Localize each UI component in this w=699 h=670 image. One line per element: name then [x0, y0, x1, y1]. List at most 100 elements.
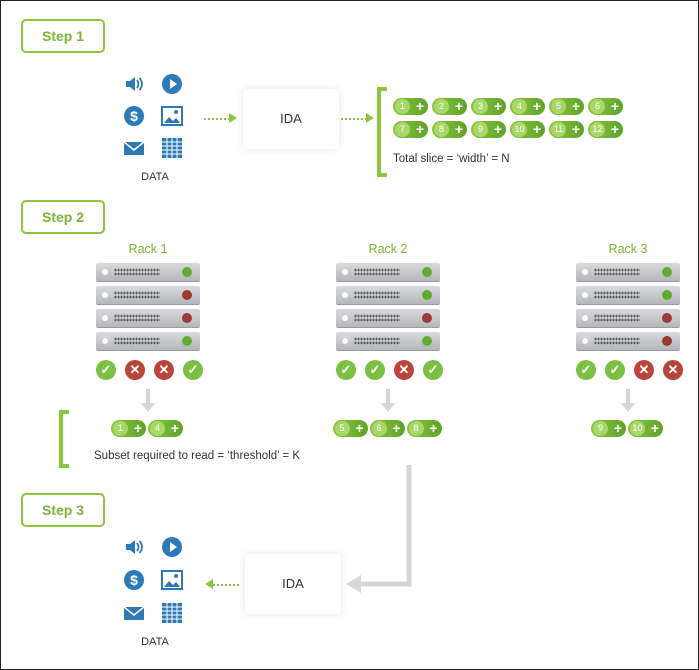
slice-pill: 6+	[369, 420, 405, 437]
width-bracket	[377, 87, 387, 177]
slice-number: 8	[434, 122, 449, 137]
power-led	[582, 269, 588, 275]
plus-icon: +	[571, 98, 580, 114]
rack-title: Rack 3	[608, 242, 648, 256]
plus-icon: +	[392, 420, 401, 436]
status-led	[662, 267, 672, 277]
slice-pill: 4+	[510, 98, 545, 115]
slice-pill: 1+	[393, 98, 428, 115]
dollar-icon: $	[123, 105, 145, 127]
plus-icon: +	[610, 98, 619, 114]
vent-grill	[114, 337, 160, 345]
mail-icon	[123, 602, 145, 624]
dotted-arrow	[341, 118, 367, 120]
slice-pill: 8+	[406, 420, 442, 437]
threshold-bracket	[59, 410, 69, 468]
image-icon	[161, 569, 183, 591]
slice-pill: 1+	[111, 420, 146, 437]
slice-number: 12	[590, 122, 605, 137]
vent-grill	[594, 291, 640, 299]
step-1-badge: Step 1	[21, 19, 105, 53]
status-led	[662, 313, 672, 323]
mail-icon	[123, 137, 145, 159]
vent-grill	[114, 268, 160, 276]
cross-icon: ✕	[125, 360, 145, 380]
slice-pill: 5+	[549, 98, 584, 115]
check-icon: ✓	[365, 360, 385, 380]
slice-pill: 6+	[588, 98, 623, 115]
slice-number: 9	[473, 122, 488, 137]
server-unit	[96, 309, 200, 327]
rack-title: Rack 1	[128, 242, 168, 256]
vent-grill	[354, 337, 400, 345]
table-icon	[161, 602, 183, 624]
vent-grill	[114, 314, 160, 322]
power-led	[102, 269, 108, 275]
ida-box-bottom: IDA	[245, 554, 341, 614]
power-led	[102, 338, 108, 344]
table-icon	[161, 137, 183, 159]
server-unit	[336, 309, 440, 327]
plus-icon: +	[650, 420, 659, 436]
play-icon	[161, 73, 183, 95]
plus-icon: +	[454, 121, 463, 137]
server-unit	[576, 263, 680, 281]
slice-pill: 11+	[549, 121, 584, 138]
arrow-head	[366, 113, 374, 123]
slice-pill: 9+	[591, 420, 626, 437]
return-arrow	[346, 465, 412, 593]
slice-pill: 10 +	[628, 420, 663, 437]
width-caption: Total slice = ‘width’ = N	[393, 153, 510, 165]
slice-number: 7	[395, 122, 410, 137]
step-2-badge: Step 2	[21, 200, 105, 234]
check-icon: ✓	[576, 360, 596, 380]
speaker-icon	[123, 536, 145, 558]
plus-icon: +	[532, 98, 541, 114]
power-led	[102, 315, 108, 321]
cross-icon: ✕	[154, 360, 174, 380]
power-led	[582, 315, 588, 321]
ida-box-top: IDA	[243, 89, 339, 149]
slice-number: 3	[473, 99, 488, 114]
check-icon: ✓	[336, 360, 356, 380]
server-unit	[576, 309, 680, 327]
slice-number: 10	[630, 421, 645, 436]
plus-icon: +	[493, 121, 502, 137]
server-unit	[576, 332, 680, 350]
check-icon: ✓	[96, 360, 116, 380]
slice-pill: 4+	[148, 420, 183, 437]
svg-text:$: $	[130, 108, 138, 124]
server-unit	[336, 263, 440, 281]
power-led	[582, 292, 588, 298]
status-led	[182, 313, 192, 323]
vent-grill	[594, 268, 640, 276]
check-icon: ✓	[605, 360, 625, 380]
power-led	[342, 269, 348, 275]
power-led	[342, 292, 348, 298]
svg-text:$: $	[130, 572, 138, 588]
status-led	[422, 313, 432, 323]
slice-number: 4	[512, 99, 527, 114]
step-3-badge: Step 3	[21, 493, 105, 527]
threshold-caption: Subset required to read = ‘threshold’ = …	[94, 450, 301, 462]
slice-pill: 12 +	[588, 121, 623, 138]
status-led	[662, 290, 672, 300]
data-label: DATA	[141, 636, 169, 648]
vent-grill	[114, 291, 160, 299]
slice-number: 1	[395, 99, 410, 114]
plus-icon: +	[493, 98, 502, 114]
plus-icon: +	[610, 121, 619, 137]
slice-number: 8	[408, 421, 424, 436]
slice-number: 5	[334, 421, 350, 436]
cross-icon: ✕	[634, 360, 654, 380]
slice-number: 6	[590, 99, 605, 114]
dotted-arrow	[204, 118, 230, 120]
plus-icon: +	[170, 420, 179, 436]
slice-pill: 7+	[393, 121, 428, 138]
slice-number: 4	[150, 421, 165, 436]
slice-number: 9	[593, 421, 608, 436]
plus-icon: +	[429, 420, 438, 436]
vent-grill	[354, 314, 400, 322]
speaker-icon	[123, 73, 145, 95]
